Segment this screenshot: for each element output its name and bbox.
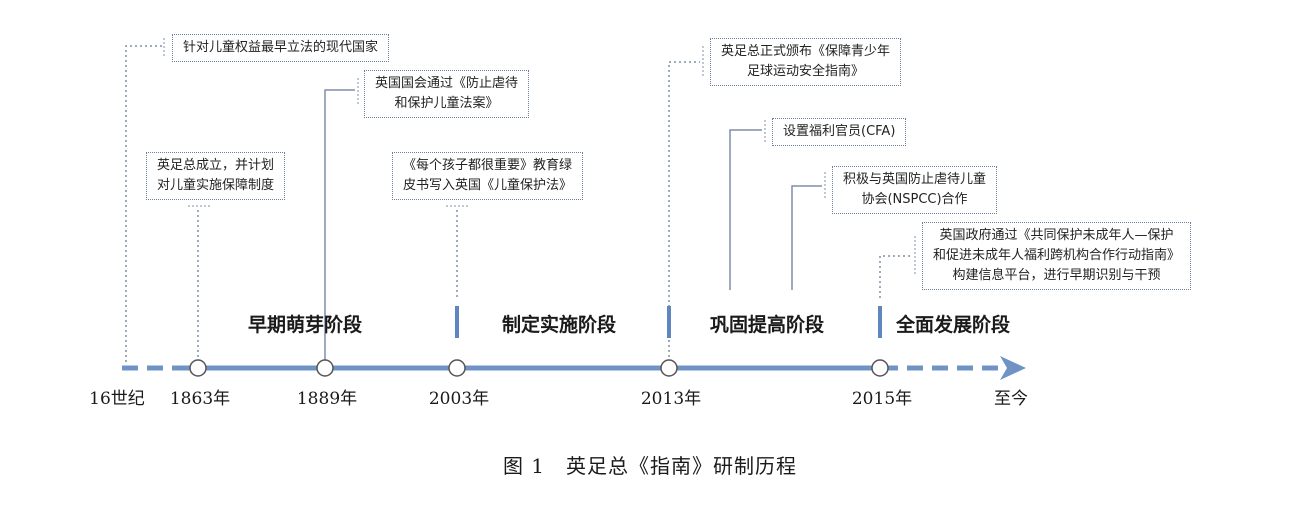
marker-2015 bbox=[871, 359, 889, 377]
year-label-16th-century: 16世纪 bbox=[89, 389, 145, 409]
year-label-present: 至今 bbox=[994, 389, 1028, 409]
event-box-earliest-legislation: 针对儿童权益最早立法的现代国家 bbox=[172, 34, 390, 62]
event-text: 足球运动安全指南》 bbox=[747, 64, 865, 79]
event-box-nspcc: 积极与英国防止虐待儿童 协会(NSPCC)合作 bbox=[832, 166, 998, 214]
event-box-2003-green-paper: 《每个孩子都很重要》教育绿 皮书写入英国《儿童保护法》 bbox=[392, 152, 584, 200]
event-text: 皮书写入英国《儿童保护法》 bbox=[403, 178, 573, 193]
event-text: 对儿童实施保障制度 bbox=[157, 178, 275, 193]
event-text: 针对儿童权益最早立法的现代国家 bbox=[183, 40, 379, 55]
stage-label-early: 早期萌芽阶段 bbox=[248, 314, 363, 336]
event-text: 英国政府通过《共同保护未成年人—保护 bbox=[939, 228, 1174, 243]
marker-2003 bbox=[448, 359, 466, 377]
connector-1889 bbox=[324, 89, 355, 362]
stage-label-implementation: 制定实施阶段 bbox=[502, 314, 617, 336]
year-label-2003: 2003年 bbox=[428, 389, 490, 409]
marker-1889 bbox=[316, 359, 334, 377]
event-text: 构建信息平台，进行早期识别与干预 bbox=[952, 268, 1161, 283]
marker-1863 bbox=[189, 359, 207, 377]
event-text: 设置福利官员(CFA) bbox=[783, 124, 896, 139]
stage-label-consolidation: 巩固提高阶段 bbox=[710, 314, 825, 336]
connector-2013 bbox=[668, 61, 700, 362]
event-box-2013-guide: 英足总正式颁布《保障青少年 足球运动安全指南》 bbox=[710, 38, 902, 86]
event-text: 和保护儿童法案》 bbox=[394, 96, 499, 111]
year-label-2013: 2013年 bbox=[640, 389, 702, 409]
figure-caption: 图 1 英足总《指南》研制历程 bbox=[502, 454, 798, 478]
connector-nspcc bbox=[791, 185, 822, 290]
event-text: 英足总正式颁布《保障青少年 bbox=[721, 44, 891, 59]
connector-2015 bbox=[879, 255, 912, 298]
timeline-arrow-icon bbox=[1000, 356, 1026, 380]
year-label-2015: 2015年 bbox=[851, 389, 913, 409]
stage-label-full-development: 全面发展阶段 bbox=[896, 314, 1011, 336]
event-box-cfa: 设置福利官员(CFA) bbox=[772, 118, 907, 146]
event-text: 积极与英国防止虐待儿童 bbox=[843, 172, 987, 187]
event-box-1863-fa: 英足总成立，并计划 对儿童实施保障制度 bbox=[146, 152, 286, 200]
connector-16th-century bbox=[125, 45, 162, 362]
event-text: 《每个孩子都很重要》教育绿 bbox=[403, 158, 573, 173]
event-text: 英足总成立，并计划 bbox=[157, 158, 275, 173]
event-box-2015-government: 英国政府通过《共同保护未成年人—保护 和促进未成年人福利跨机构合作行动指南》 构… bbox=[922, 222, 1192, 290]
marker-2013 bbox=[660, 359, 678, 377]
connector-cfa bbox=[729, 129, 762, 290]
event-text: 协会(NSPCC)合作 bbox=[861, 192, 968, 207]
event-text: 和促进未成年人福利跨机构合作行动指南》 bbox=[933, 248, 1181, 263]
event-text: 英国国会通过《防止虐待 bbox=[375, 76, 519, 91]
event-box-1889-act: 英国国会通过《防止虐待 和保护儿童法案》 bbox=[364, 70, 530, 118]
year-label-1863: 1863年 bbox=[169, 389, 231, 409]
year-label-1889: 1889年 bbox=[296, 389, 358, 409]
